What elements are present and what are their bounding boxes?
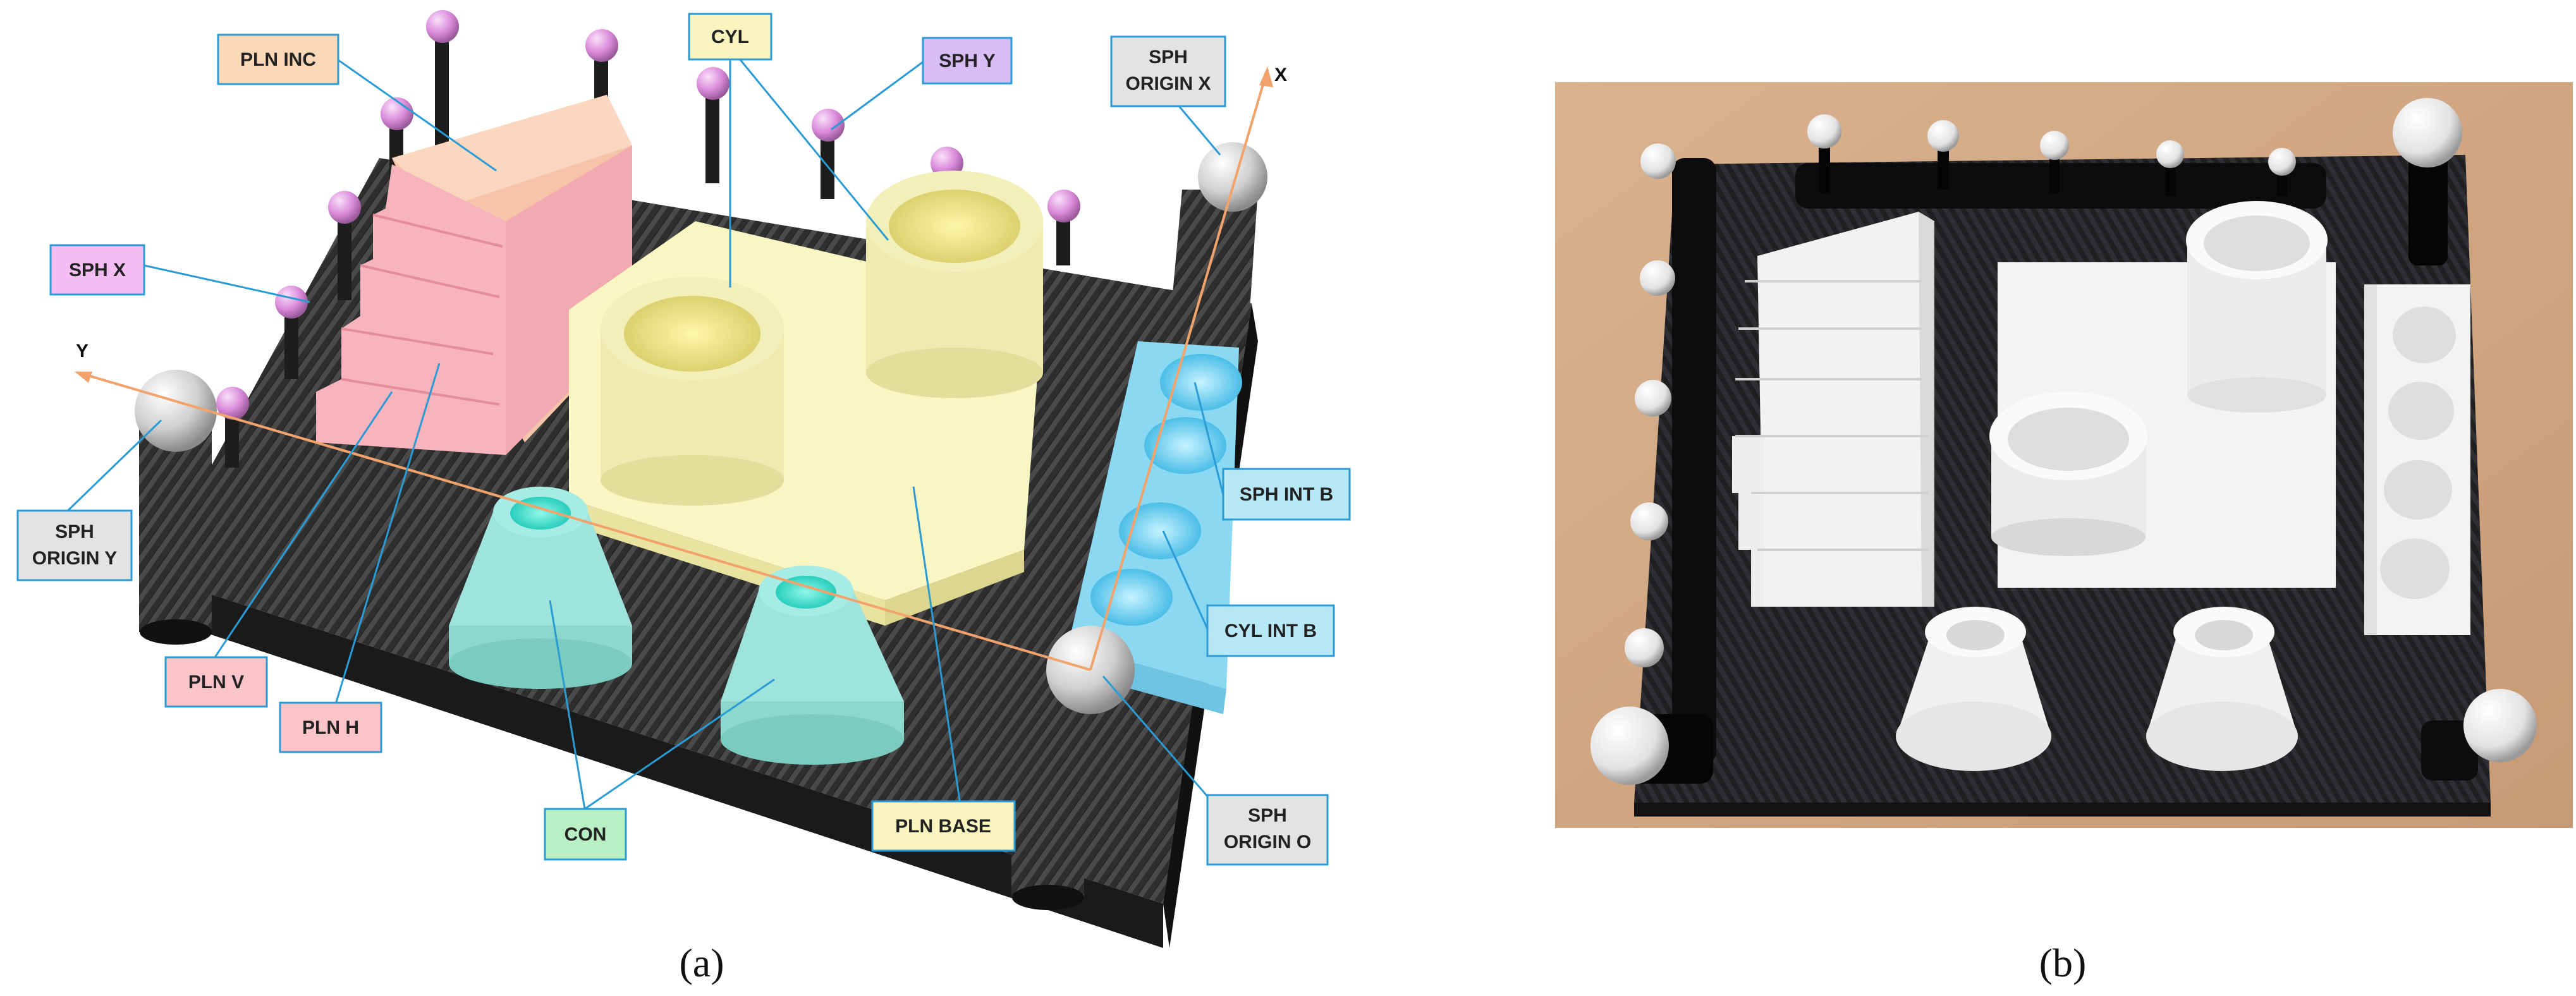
photo-square-block — [1989, 201, 2336, 588]
label-pln-inc: PLN INC — [240, 49, 316, 70]
photo-cones — [1896, 607, 2298, 771]
label-sph-origin-x-line1: SPH — [1149, 47, 1188, 68]
origin-pillars — [135, 142, 1267, 910]
cylinder-back — [866, 171, 1043, 398]
caption-a: (a) — [679, 940, 724, 985]
label-sph-origin-y-line2: ORIGIN Y — [32, 548, 117, 569]
sphere-origin-y — [135, 370, 217, 452]
label-pln-base: PLN BASE — [895, 816, 991, 837]
label-pln-v: PLN V — [188, 672, 244, 693]
label-sph-y: SPH Y — [939, 51, 996, 71]
panel-a-model: X Y PLN INC CYL SPH Y — [16, 10, 1351, 985]
caption-b: (b) — [2039, 940, 2087, 985]
label-cyl: CYL — [711, 27, 749, 47]
cylinder-front — [601, 277, 784, 506]
panel-b-photo: (b) — [1555, 82, 2573, 985]
axis-x-label: X — [1274, 64, 1287, 85]
photo-spheres — [1590, 98, 2537, 785]
label-pln-h: PLN H — [302, 717, 359, 738]
label-cyl-int-b: CYL INT B — [1224, 621, 1317, 641]
label-sph-origin-o-line2: ORIGIN O — [1224, 832, 1311, 853]
label-sph-origin-x-line2: ORIGIN X — [1125, 73, 1211, 94]
label-sph-int-b: SPH INT B — [1240, 484, 1333, 505]
label-con: CON — [565, 824, 607, 845]
sphere-origin-x — [1198, 142, 1267, 212]
feature-labels: PLN INC CYL SPH Y SPH ORIGIN X SPH X SPH… — [16, 13, 1351, 866]
photo-staircase — [1732, 212, 1934, 607]
label-sph-origin-y-line1: SPH — [55, 521, 94, 542]
photo-hole-bar — [2364, 284, 2470, 635]
axis-y-label: Y — [76, 341, 89, 361]
cone-left — [449, 487, 632, 689]
axis-lines — [75, 66, 1273, 671]
leader-lines — [62, 47, 1224, 810]
cone-right — [721, 566, 904, 765]
label-sph-origin-o-line1: SPH — [1248, 805, 1287, 826]
label-sph-x: SPH X — [69, 260, 126, 281]
